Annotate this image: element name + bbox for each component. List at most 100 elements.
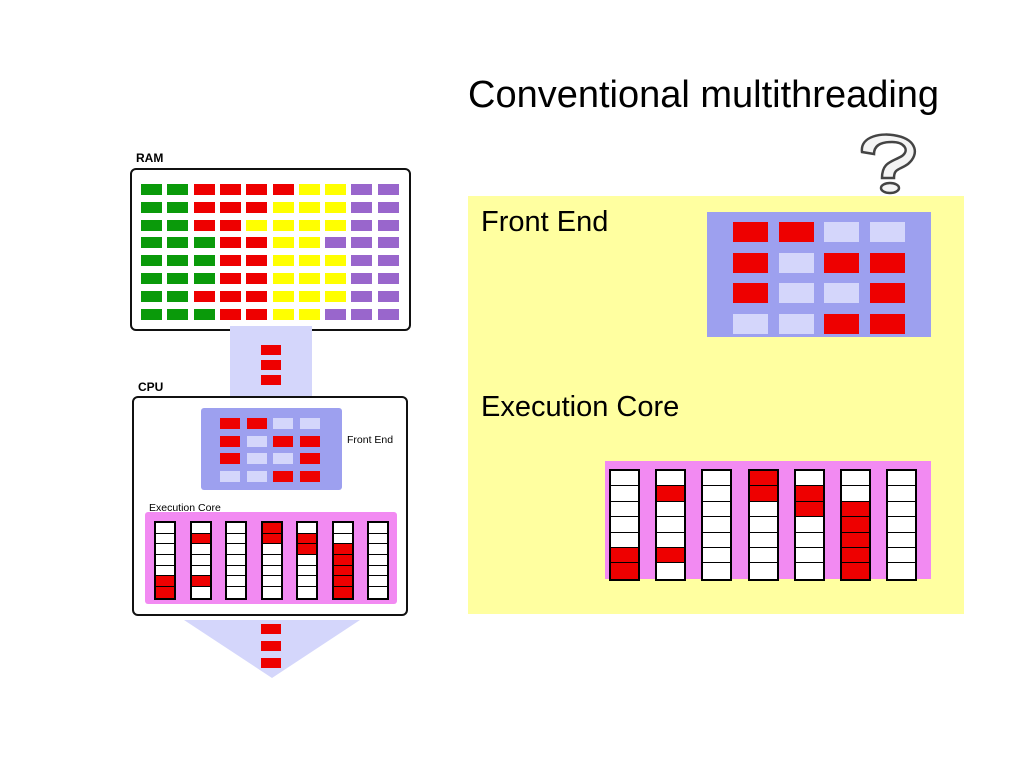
ram-cell [246,237,268,249]
execution-slot [262,523,281,534]
execution-slot [749,547,777,564]
execution-slot [156,555,174,566]
ram-cell [272,308,294,320]
execution-slot [703,501,731,518]
execution-slot [262,587,281,598]
ram-cell [272,219,294,231]
execution-slot [191,544,210,556]
ram-cell [325,184,347,195]
execution-slot [842,486,869,502]
execution-slot [298,523,316,534]
ram-cell [272,273,294,284]
ram-cell [219,201,241,213]
ram-cell [141,255,162,267]
execution-slot [888,517,916,533]
execution-slot [262,533,281,545]
ram-cell [246,290,268,302]
execution-slot [369,576,387,588]
execution-slot [262,565,281,577]
ram-cell [325,308,347,320]
front-end-slot [824,252,859,273]
ram-cell [193,273,215,284]
execution-slot [842,501,869,518]
execution-slot [298,555,316,566]
ram-cell [377,237,399,249]
ram-cell [298,237,320,249]
ram-cell [246,201,268,213]
ram-cell [298,255,320,267]
execution-slot [333,523,352,534]
ram-cell [141,290,162,302]
ram-cell [193,290,215,302]
front-end-slot [220,470,240,482]
execution-slot [611,547,638,564]
ram-cell [141,184,162,195]
front-end-slot [778,252,814,273]
front-end-small-label: Front End [347,434,394,446]
execution-slot [703,517,731,533]
front-end-slot [273,470,293,482]
execution-slot [611,532,638,548]
ram-cell [219,237,241,249]
ram-cell [298,184,320,195]
ram-cell [219,290,241,302]
execution-slot [156,533,174,545]
front-end-label: Front End [481,206,609,238]
front-end-slot [869,313,905,334]
ram-cell [246,184,268,195]
instruction-block [261,641,281,651]
ram-cell [325,201,347,213]
front-end-slot [733,222,768,242]
ram-cell [141,219,162,231]
execution-unit-column [701,469,733,581]
execution-slot [795,471,823,487]
execution-slot [795,547,823,564]
execution-slot [156,544,174,556]
execution-slot [262,576,281,588]
ram-cell [351,308,373,320]
ram-cell [167,219,189,231]
execution-unit-column [225,521,247,600]
ram-cell [141,308,162,320]
ram-cell [219,273,241,284]
ram-cell [351,290,373,302]
ram-cell [377,219,399,231]
ram-cell [167,308,189,320]
execution-slot [156,587,174,598]
front-end-slot [778,222,814,242]
front-end-slot [733,252,768,273]
front-end-slot [273,418,293,429]
execution-slot [749,517,777,533]
front-end-slot [220,453,240,464]
ram-cell [272,290,294,302]
execution-slot [369,565,387,577]
ram-cell [325,290,347,302]
cpu-label: CPU [138,380,164,394]
execution-slot [191,576,210,588]
front-end-slot [869,252,905,273]
execution-slot [703,532,731,548]
ram-cell [298,201,320,213]
execution-slot [227,523,245,534]
execution-slot [156,523,174,534]
ram-cell [167,255,189,267]
execution-slot [795,501,823,518]
execution-slot [657,501,685,518]
ram-cell [219,308,241,320]
front-end-slot [869,222,905,242]
execution-unit-column [331,521,354,600]
instruction-block [261,375,281,385]
ram-cell [193,219,215,231]
ram-cell [219,184,241,195]
execution-slot [369,587,387,598]
front-end-slot [246,418,267,429]
ram-cell [377,290,399,302]
execution-unit-column [793,469,825,581]
front-end-slot [824,283,859,303]
execution-slot [795,563,823,579]
ram-cell [167,273,189,284]
instruction-block [261,658,281,668]
ram-cell [219,255,241,267]
front-end-slot [220,435,240,447]
execution-slot [369,555,387,566]
